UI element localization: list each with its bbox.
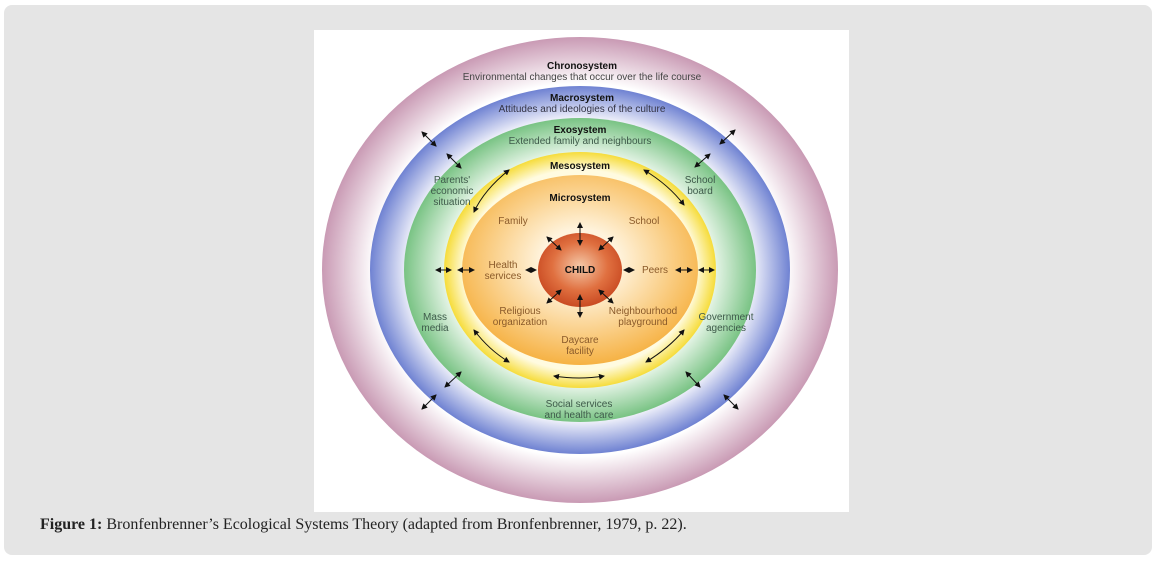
board-line1: School bbox=[684, 175, 716, 186]
chronosystem-title: Chronosystem bbox=[546, 61, 618, 72]
parents-line2: economic bbox=[430, 186, 474, 197]
caption-text: Bronfenbrenner’s Ecological Systems Theo… bbox=[102, 516, 687, 533]
mesosystem-title: Mesosystem bbox=[549, 161, 611, 172]
peers-label: Peers bbox=[641, 265, 669, 276]
school-label: School bbox=[628, 216, 660, 227]
caption-label: Figure 1: bbox=[40, 516, 103, 533]
exosystem-title: Exosystem bbox=[553, 125, 607, 136]
figure-caption: Figure 1: Bronfenbrenner’s Ecological Sy… bbox=[40, 516, 687, 534]
macrosystem-title: Macrosystem bbox=[550, 93, 614, 104]
exosystem-desc: Extended family and neighbours bbox=[508, 136, 652, 147]
daycare-line2: facility bbox=[566, 346, 594, 357]
social-line1: Social services bbox=[545, 399, 613, 410]
religious-line2: organization bbox=[492, 317, 548, 328]
child-label: CHILD bbox=[564, 265, 596, 276]
daycare-line1: Daycare bbox=[561, 335, 599, 346]
neigh-line1: Neighbourhood bbox=[608, 306, 678, 317]
child-circle bbox=[538, 233, 622, 307]
figure-panel: Chronosystem Environmental changes that … bbox=[4, 5, 1152, 555]
family-label: Family bbox=[498, 216, 528, 227]
diagram-rings bbox=[322, 37, 838, 503]
chronosystem-desc: Environmental changes that occur over th… bbox=[462, 72, 702, 83]
neigh-line2: playground bbox=[618, 317, 668, 328]
parents-line1: Parents' bbox=[433, 175, 471, 186]
ecological-systems-diagram: Chronosystem Environmental changes that … bbox=[314, 30, 849, 512]
microsystem-title: Microsystem bbox=[549, 193, 611, 204]
gov-line2: agencies bbox=[705, 323, 747, 334]
parents-line3: situation bbox=[433, 197, 471, 208]
board-line2: board bbox=[687, 186, 713, 197]
mass-line1: Mass bbox=[423, 312, 447, 323]
gov-line1: Government bbox=[698, 312, 754, 323]
macrosystem-desc: Attitudes and ideologies of the culture bbox=[498, 104, 666, 115]
mass-line2: media bbox=[421, 323, 449, 334]
health-line1: Health bbox=[488, 260, 518, 271]
social-line2: and health care bbox=[544, 410, 614, 421]
health-line2: services bbox=[484, 271, 522, 282]
religious-line1: Religious bbox=[499, 306, 541, 317]
interaction-arrows bbox=[421, 129, 739, 410]
